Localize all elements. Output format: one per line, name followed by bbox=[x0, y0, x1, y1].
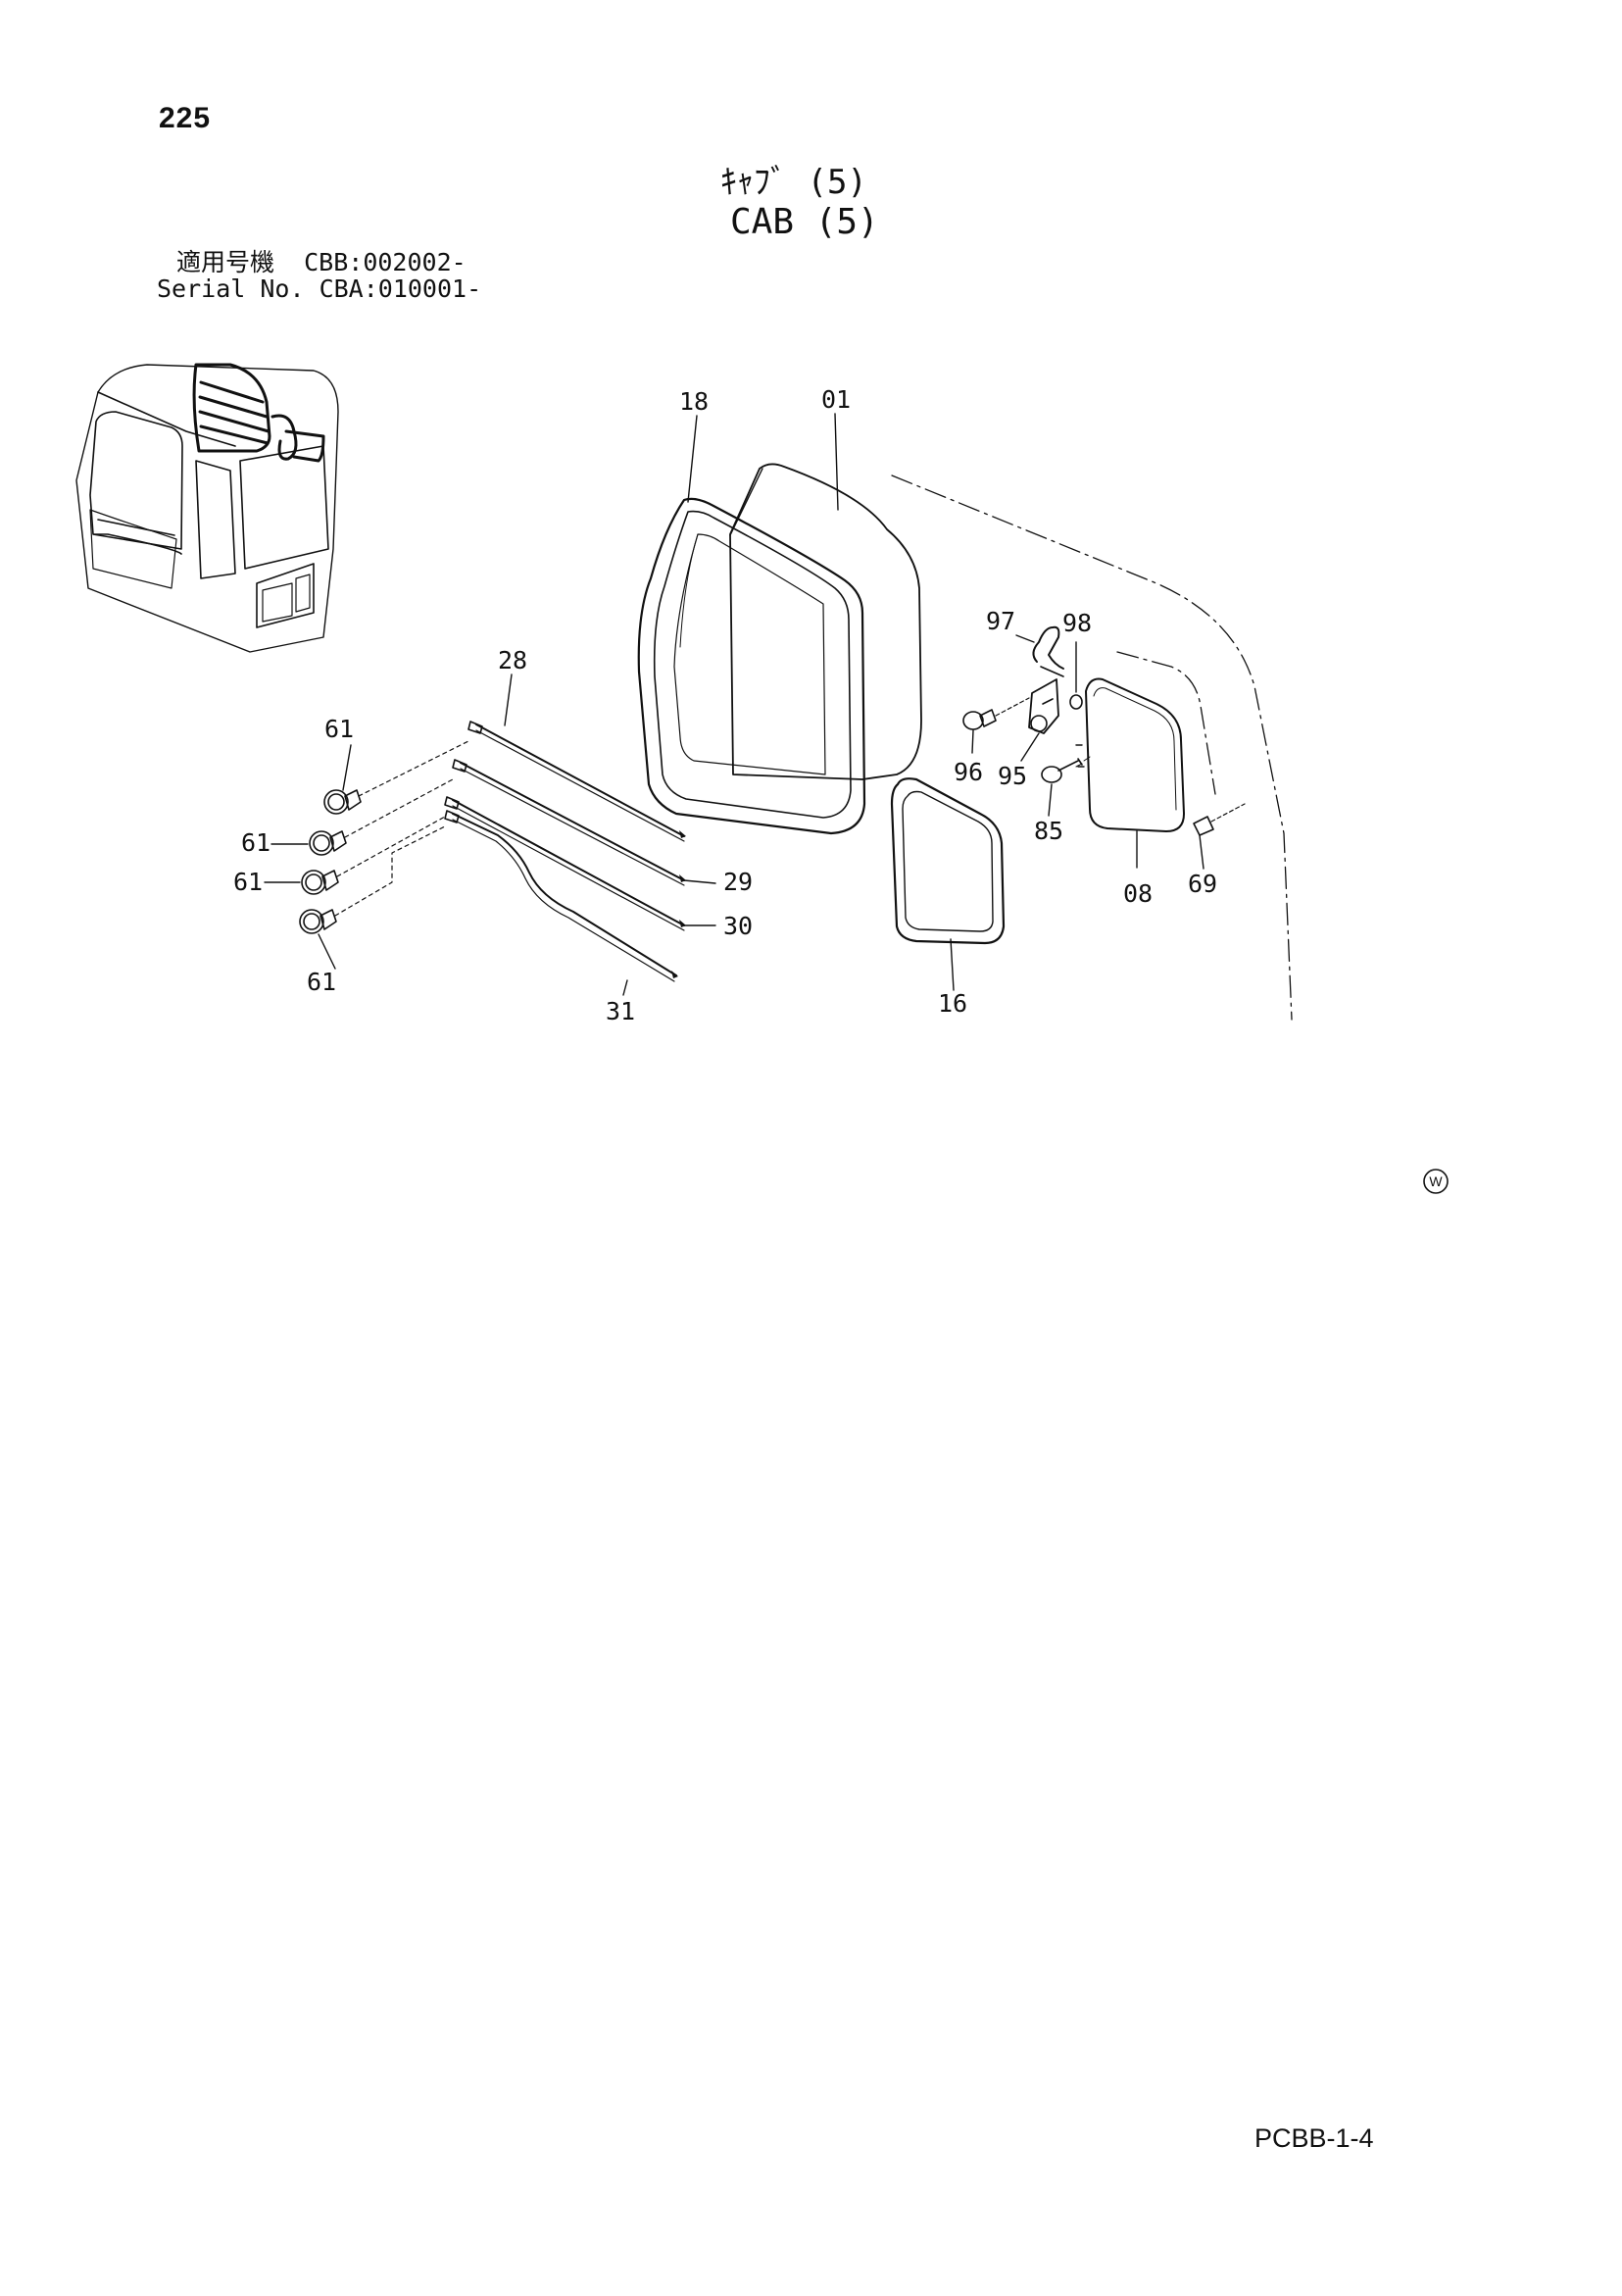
small-glass-08 bbox=[1085, 677, 1185, 832]
cab-hole-dashes bbox=[1075, 744, 1085, 768]
bolt-61-a bbox=[323, 740, 469, 815]
weatherstrip-18 bbox=[637, 497, 866, 835]
serial-block: 適用号機 CBB:002002- Serial No. CBA:010001- bbox=[157, 249, 481, 302]
callout-18: 18 bbox=[679, 387, 709, 416]
serial-label-jp: 適用号機 bbox=[176, 248, 275, 276]
bolt-61-b bbox=[309, 778, 454, 856]
page-title-en: CAB (5) bbox=[730, 202, 879, 242]
callout-61-d: 61 bbox=[307, 968, 336, 996]
nut-98 bbox=[1069, 694, 1083, 710]
serial-row-jp: 適用号機 CBB:002002- bbox=[157, 249, 481, 275]
rod-29 bbox=[452, 759, 685, 886]
rear-glass-01-edge bbox=[729, 468, 763, 536]
callout-61-c: 61 bbox=[233, 868, 263, 896]
leader-lines bbox=[264, 413, 1204, 996]
bracket-95 bbox=[1028, 678, 1059, 734]
watermark-letter: W bbox=[1429, 1173, 1443, 1189]
callout-95: 95 bbox=[998, 762, 1027, 790]
cab-locator-thumbnail bbox=[75, 363, 339, 653]
small-glass-08-inner bbox=[1093, 687, 1177, 811]
callout-61-a: 61 bbox=[324, 715, 354, 743]
rear-glass-01 bbox=[729, 463, 922, 780]
bolt-61-c bbox=[301, 816, 446, 895]
page-title-jp: ｷｬﾌﾞ (5) bbox=[720, 163, 867, 202]
callout-01: 01 bbox=[821, 385, 851, 414]
callout-29: 29 bbox=[723, 868, 753, 896]
callout-98: 98 bbox=[1062, 609, 1092, 637]
cab-body-outline bbox=[891, 474, 1293, 1021]
latch-97 bbox=[1032, 625, 1064, 677]
serial-row-en: Serial No. CBA:010001- bbox=[157, 275, 481, 302]
serial-label-en: Serial No. bbox=[157, 275, 305, 303]
page-number: 225 bbox=[159, 102, 212, 134]
page-code: PCBB-1-4 bbox=[1254, 2123, 1374, 2153]
rod-31 bbox=[444, 810, 677, 982]
callout-31: 31 bbox=[606, 997, 635, 1025]
callout-08: 08 bbox=[1123, 879, 1153, 908]
pin-85 bbox=[1041, 756, 1091, 783]
window-seal-16 bbox=[890, 777, 1006, 945]
callout-61-b: 61 bbox=[241, 828, 270, 857]
bolt-96 bbox=[962, 697, 1030, 730]
callout-96: 96 bbox=[954, 758, 983, 786]
callout-30: 30 bbox=[723, 912, 753, 940]
cab-panel-outline bbox=[1116, 651, 1216, 795]
arrow-heads bbox=[671, 830, 686, 978]
serial-value-en: CBA:010001- bbox=[319, 275, 482, 303]
serial-value-jp: CBB:002002- bbox=[304, 248, 467, 276]
callout-85: 85 bbox=[1034, 817, 1063, 845]
callout-97: 97 bbox=[986, 607, 1015, 635]
part-callouts: 18 01 28 61 61 61 61 29 30 31 16 08 69 8… bbox=[233, 385, 1217, 1025]
callout-16: 16 bbox=[938, 989, 967, 1018]
rod-28 bbox=[467, 721, 685, 842]
watermark-w-symbol: W bbox=[1421, 1167, 1450, 1196]
callout-69: 69 bbox=[1188, 870, 1217, 898]
screw-69 bbox=[1193, 803, 1246, 836]
rod-30 bbox=[444, 796, 685, 931]
bolt-61-d bbox=[299, 825, 446, 934]
callout-28: 28 bbox=[498, 646, 527, 674]
